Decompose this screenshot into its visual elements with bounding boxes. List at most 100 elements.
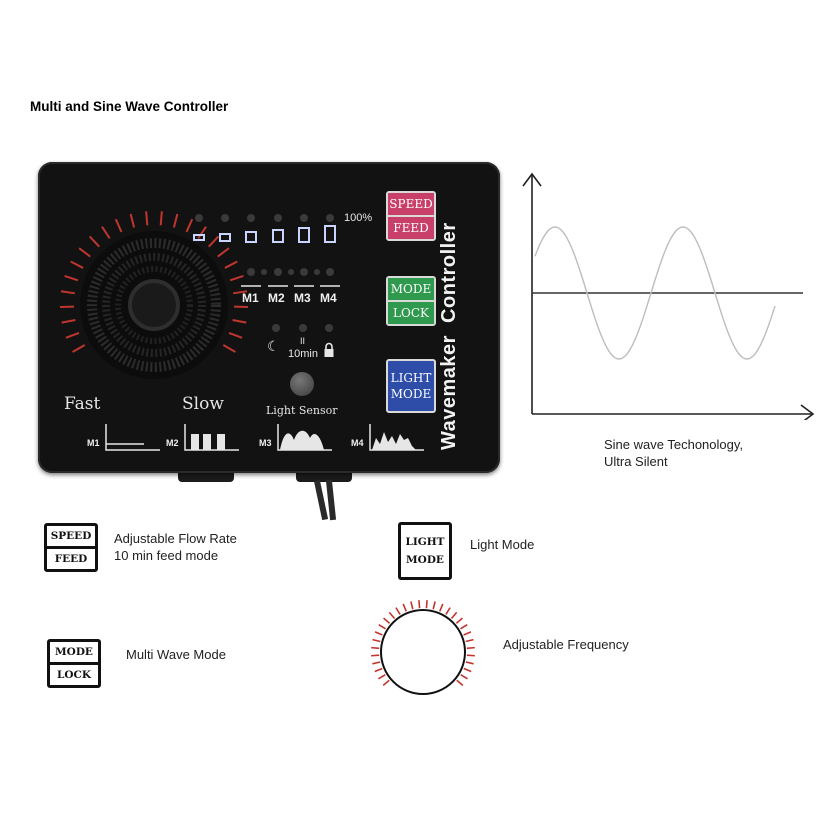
- legend-dial-tick: [466, 646, 475, 650]
- knob-tick: [232, 290, 248, 295]
- legend-dial-tick: [378, 673, 386, 680]
- legend-dial-tick: [432, 601, 436, 610]
- legend-dial-tick: [378, 623, 386, 630]
- knob-tick: [185, 218, 194, 233]
- wavemaker-controller-device: Fast Slow 100% M1 M2 M3 M4 ☾ II: [38, 162, 500, 473]
- wave-label-m2: M2: [166, 438, 179, 448]
- knob-tick: [60, 290, 76, 295]
- knob-tick: [61, 319, 76, 324]
- legend-dial-tick: [402, 603, 407, 612]
- speed-feed-button[interactable]: SPEED FEED: [386, 191, 436, 241]
- lock-label: LOCK: [388, 300, 434, 324]
- speed-label: SPEED: [388, 193, 434, 215]
- knob-tick: [101, 226, 111, 239]
- legend-dial-ticks: [371, 600, 475, 687]
- legend-dial-tick: [465, 661, 474, 665]
- knob-tick: [224, 260, 238, 269]
- knob-tick: [197, 226, 207, 239]
- legend-dial-tick: [371, 646, 380, 650]
- legend-dial-tick: [455, 617, 463, 624]
- legend-dial-tick: [374, 667, 383, 673]
- moon-icon: ☾: [267, 338, 280, 354]
- lock-icon: [324, 342, 334, 357]
- legend-dial-tick: [460, 623, 468, 630]
- knob-tick: [88, 235, 100, 248]
- legend-dial-tick: [456, 679, 464, 687]
- wave-label-m4: M4: [351, 438, 364, 448]
- device-cable-2: [325, 479, 337, 521]
- legend-light-mode-caption: Light Mode: [470, 537, 535, 552]
- feed-label: FEED: [388, 215, 434, 239]
- device-side-label: Wavemaker Controller: [438, 222, 460, 450]
- legend-mode-lock-icon: MODE LOCK: [47, 639, 101, 688]
- legend-light-label: LIGHT: [405, 536, 445, 548]
- legend-light-mode-icon: LIGHT MODE: [398, 522, 452, 580]
- legend-dial-tick: [383, 617, 391, 624]
- light-label: LIGHT: [388, 370, 434, 386]
- legend-dial-tick: [439, 603, 444, 612]
- knob-tick: [232, 319, 247, 324]
- mode-lock-button[interactable]: MODE LOCK: [386, 276, 436, 326]
- legend-dial-tick: [395, 607, 401, 615]
- device-foot-right: [296, 470, 352, 482]
- legend-frequency-caption: Adjustable Frequency: [503, 637, 629, 652]
- legend-dial-tick: [463, 667, 472, 673]
- legend-mode-lock-caption: Multi Wave Mode: [126, 647, 226, 662]
- knob-tick: [145, 211, 149, 226]
- knob-tick: [129, 213, 136, 228]
- wave-icon-m2: [184, 424, 239, 451]
- legend-dial-tick: [465, 638, 474, 643]
- legend-speed-label: SPEED: [50, 530, 92, 542]
- knob-tick: [217, 247, 230, 258]
- knob-tick: [222, 344, 236, 353]
- page-title: Multi and Sine Wave Controller: [30, 99, 229, 114]
- legend-dial-tick: [418, 600, 421, 609]
- mode-label-m2: M2: [268, 291, 285, 305]
- light-sensor: [290, 372, 314, 396]
- wave-icon-m3: [277, 424, 332, 451]
- knob-tick: [72, 344, 86, 353]
- mode-label-m4: M4: [320, 291, 337, 305]
- mode-label-m1: M1: [242, 291, 259, 305]
- status-leds: [272, 324, 333, 332]
- legend-dial-tick: [450, 611, 458, 619]
- sine-caption-line-1: Sine wave Techonology,: [604, 437, 744, 452]
- legend-dial-tick: [445, 607, 451, 615]
- wave-label-m3: M3: [259, 438, 272, 448]
- legend-dial-tick: [382, 679, 390, 687]
- mode-label-m3: M3: [294, 291, 311, 305]
- percent-label: 100%: [344, 212, 373, 224]
- frequency-knob[interactable]: [38, 162, 278, 402]
- legend-dial-tick: [374, 631, 383, 636]
- legend-dial-tick: [425, 600, 428, 609]
- slow-label: Slow: [182, 394, 224, 414]
- legend-dial-tick: [410, 601, 414, 610]
- legend-speed-feed-line-2: 10 min feed mode: [114, 548, 219, 563]
- knob-tick-ring: [59, 211, 249, 353]
- legend-dial-tick: [372, 638, 381, 643]
- light-sensor-label: Light Sensor: [266, 404, 338, 417]
- speed-indicator-leds: [193, 214, 340, 287]
- legend-dial-tick: [372, 661, 381, 665]
- light-mode-label: MODE: [388, 386, 434, 402]
- light-mode-button[interactable]: LIGHT MODE: [386, 359, 436, 413]
- device-foot-left: [178, 470, 234, 482]
- wave-icon-m1: [105, 424, 160, 451]
- mode-label: MODE: [388, 278, 434, 300]
- knob-tick: [70, 260, 84, 269]
- knob-tick: [78, 247, 91, 258]
- timer-label: 10min: [288, 348, 318, 360]
- knob-tick: [172, 213, 179, 228]
- legend-dial-tick: [388, 611, 396, 619]
- wave-label-m1: M1: [87, 438, 100, 448]
- knob-tick: [208, 235, 220, 248]
- sine-caption: Sine wave Techonology, Ultra Silent: [604, 436, 743, 470]
- legend-dial-tick: [466, 654, 475, 657]
- legend-speed-feed-line-1: Adjustable Flow Rate: [114, 531, 237, 546]
- legend-speed-feed-icon: SPEED FEED: [44, 523, 98, 572]
- legend-light-mode-label: MODE: [406, 554, 444, 566]
- sine-wave-diagram: [522, 172, 815, 420]
- knob-tick: [114, 218, 123, 233]
- legend-lock-label: LOCK: [50, 662, 98, 685]
- legend-dial-tick: [371, 654, 380, 657]
